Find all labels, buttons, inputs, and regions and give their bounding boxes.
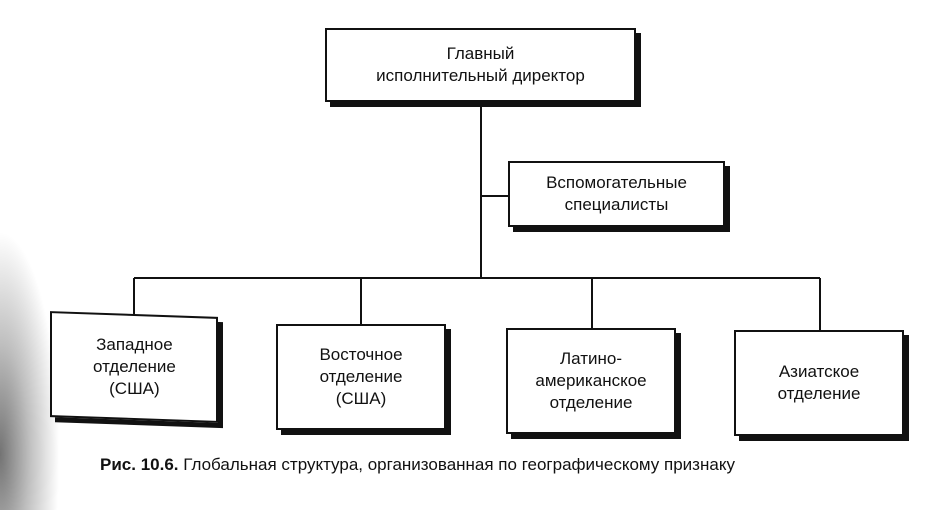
ceo-box: Главный исполнительный директор <box>325 28 636 102</box>
division-box-asia: Азиатское отделение <box>734 330 904 436</box>
division-label: Восточное отделение (США) <box>319 345 403 408</box>
ceo-label: Главный исполнительный директор <box>376 44 585 85</box>
figure-number: Рис. 10.6. <box>100 455 179 474</box>
division-label: Западное отделение (США) <box>92 334 176 398</box>
support-specialists-label: Вспомогательные специалисты <box>546 173 687 214</box>
division-box-west-usa: Западное отделение (США) <box>50 311 218 423</box>
support-specialists-box: Вспомогательные специалисты <box>508 161 725 227</box>
division-box-east-usa: Восточное отделение (США) <box>276 324 446 430</box>
division-box-latin-america: Латино- американское отделение <box>506 328 676 434</box>
figure-caption-text: Глобальная структура, организованная по … <box>178 455 735 474</box>
division-label: Латино- американское отделение <box>535 349 647 412</box>
figure-caption: Рис. 10.6. Глобальная структура, организ… <box>100 455 900 475</box>
division-label: Азиатское отделение <box>777 362 861 403</box>
